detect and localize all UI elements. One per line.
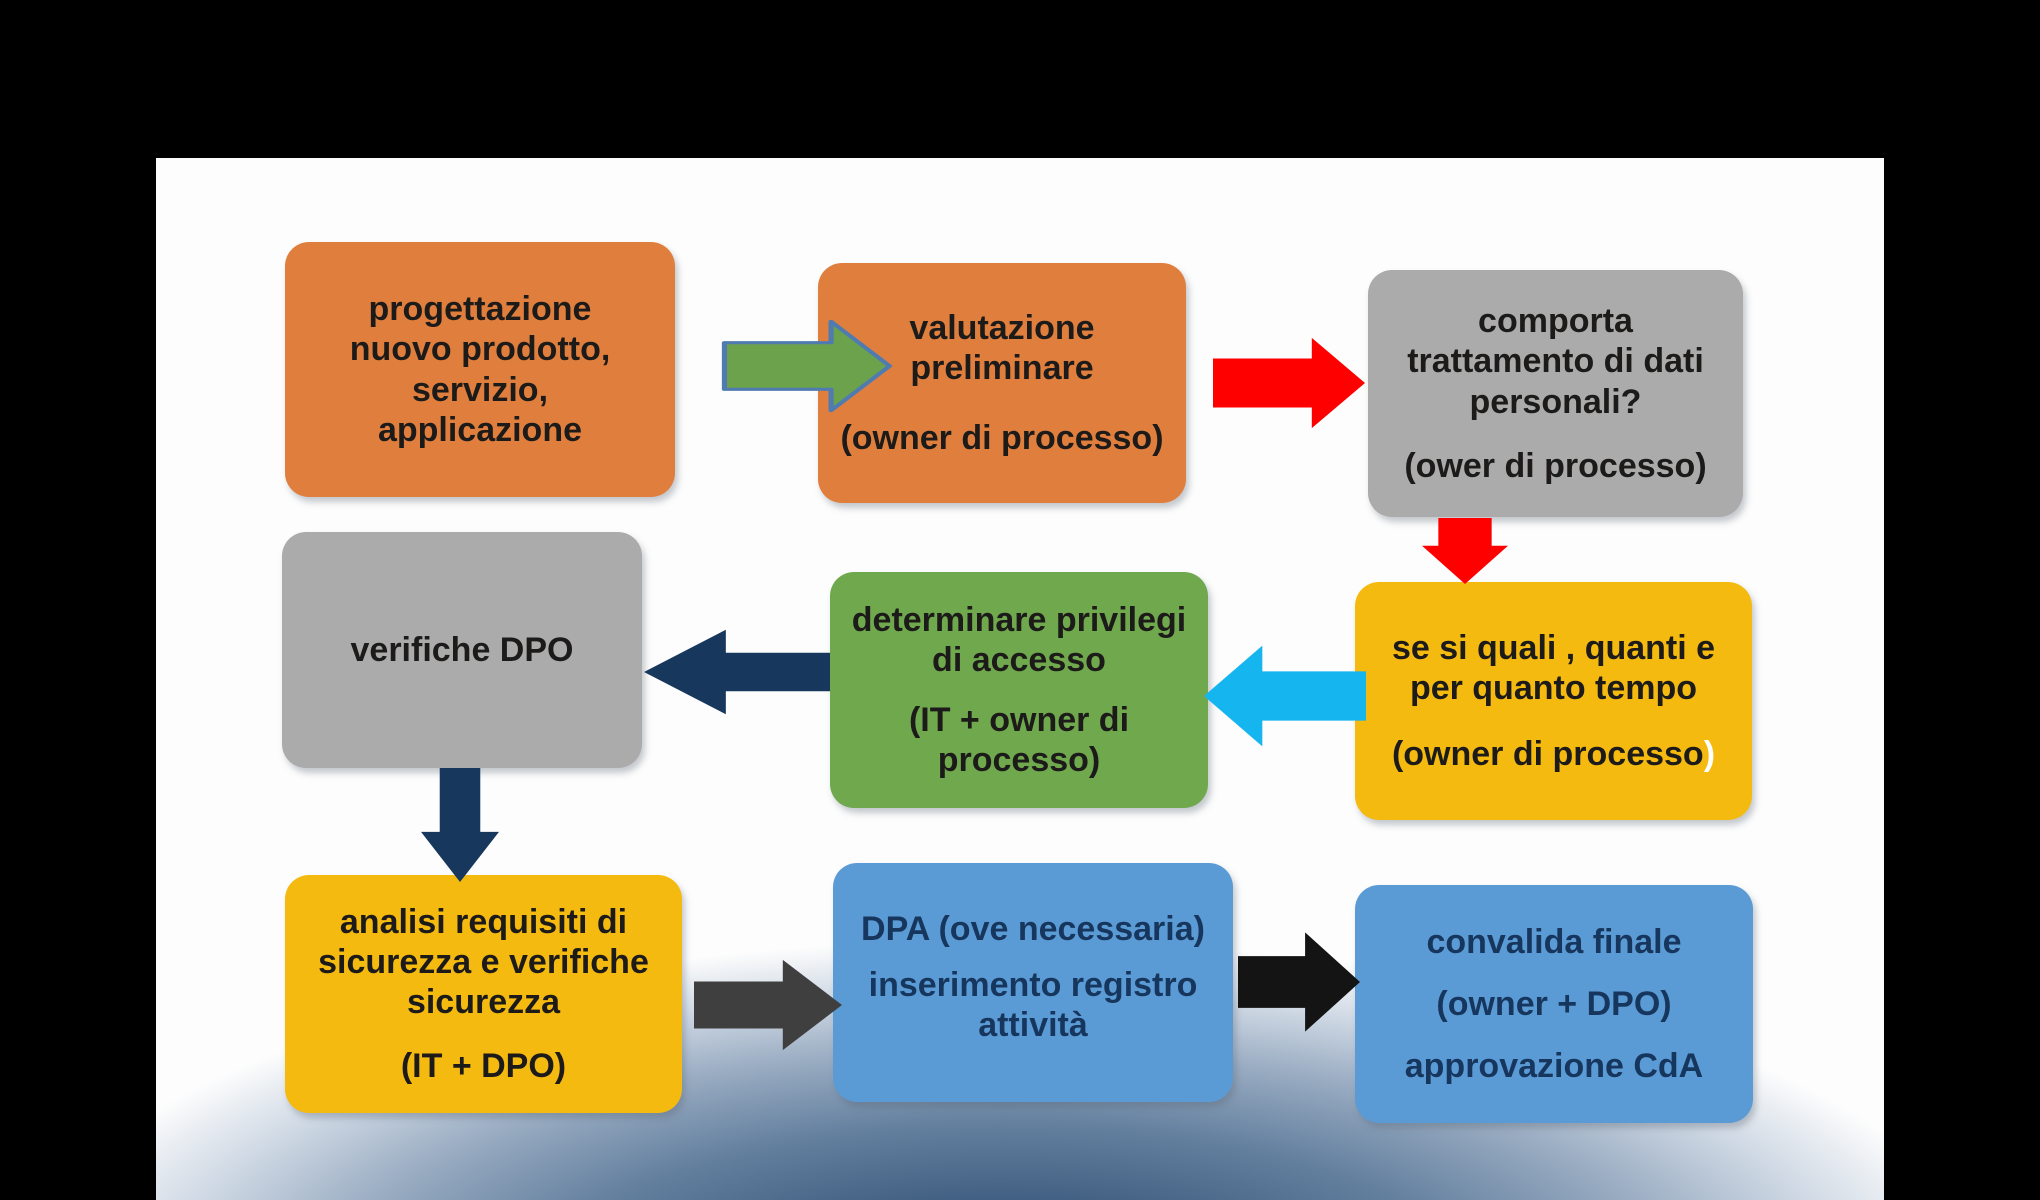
flowchart-canvas: progettazione nuovo prodotto, servizio, … <box>156 158 1884 1200</box>
box-verifiche-dpo-text: verifiche DPO <box>350 630 574 669</box>
box-verifiche-dpo: verifiche DPO <box>282 532 642 768</box>
box-determinare-text: determinare privilegi di accesso <box>851 600 1187 679</box>
box-se-si-quali-text: se si quali , quanti e per quanto tempo <box>1391 628 1716 707</box>
red-down-arrow-shape <box>1422 518 1508 584</box>
box-convalida-line3: approvazione CdA <box>1404 1047 1704 1086</box>
box-comporta-owner: (ower di processo) <box>1404 446 1707 485</box>
box-valutazione-line: valutazione preliminare <box>909 308 1095 387</box>
box-comporta-question: comporta trattamento di dati personali? <box>1407 302 1704 421</box>
box-se-si-quali-owner: (owner di processo) <box>1392 734 1715 774</box>
navy-down-arrow-shape <box>421 768 499 882</box>
box-dpa-line2: inserimento registro attività <box>868 966 1198 1045</box>
box-se-si-quali: se si quali , quanti e per quanto tempo … <box>1355 582 1752 820</box>
red-down-arrow <box>1422 518 1508 584</box>
box-dpa-line1: DPA (ove necessaria) <box>861 910 1205 948</box>
box-determinare-privilegi: determinare privilegi di accesso (IT + o… <box>830 572 1208 808</box>
navy-left-arrow-shape <box>644 629 830 715</box>
red-right-arrow <box>1213 336 1365 430</box>
box-progettazione-text: progettazione nuovo prodotto, servizio, … <box>349 290 611 449</box>
black-right-arrow-shape <box>1238 932 1360 1032</box>
cyan-left-arrow-shape <box>1204 645 1366 747</box>
box-convalida-finale: convalida finale (owner + DPO) approvazi… <box>1355 885 1753 1123</box>
green-right-arrow-shape <box>721 319 893 413</box>
box-analisi-owner: (IT + DPO) <box>400 1047 567 1086</box>
box-convalida-line1: convalida finale <box>1426 922 1682 961</box>
dark-gray-right-arrow-shape <box>694 959 842 1051</box>
dark-gray-right-arrow <box>694 956 842 1054</box>
box-dpa: DPA (ove necessaria) inserimento registr… <box>833 863 1233 1102</box>
box-analisi-text: analisi requisiti di sicurezza e verific… <box>318 902 649 1021</box>
box-comporta-trattamento: comporta trattamento di dati personali? … <box>1368 270 1743 517</box>
navy-down-arrow <box>421 768 499 882</box>
white-closing-paren: ) <box>1703 735 1716 774</box>
navy-left-arrow <box>644 624 830 720</box>
box-valutazione-owner: (owner di processo) <box>840 419 1164 458</box>
black-right-arrow <box>1238 928 1360 1036</box>
cyan-left-arrow <box>1204 640 1366 752</box>
box-convalida-line2: (owner + DPO) <box>1436 984 1672 1023</box>
owner-text: (owner di processo <box>1391 735 1704 774</box>
box-valutazione-preliminare: valutazione preliminare (owner di proces… <box>818 263 1186 503</box>
box-progettazione: progettazione nuovo prodotto, servizio, … <box>285 242 675 497</box>
box-analisi-requisiti: analisi requisiti di sicurezza e verific… <box>285 875 682 1113</box>
box-determinare-owner: (IT + owner di processo) <box>908 701 1130 780</box>
red-right-arrow-shape <box>1213 337 1365 429</box>
green-right-arrow <box>721 313 893 419</box>
